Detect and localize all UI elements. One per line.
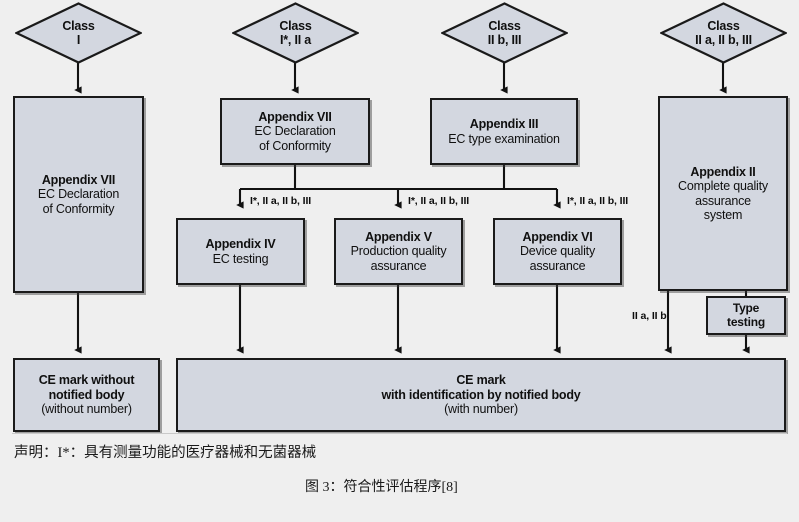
node-appendix-vii-top-sub1: EC Declaration <box>254 124 336 139</box>
node-ce-mark-without[interactable]: CE mark without notified body (without n… <box>13 358 160 432</box>
node-appendix-v-sub1: Production quality <box>350 244 447 259</box>
node-appendix-vii-top-title: Appendix VII <box>258 109 332 124</box>
node-appendix-iv-title: Appendix IV <box>205 237 276 251</box>
edge-label-to-appendix-vi: I*, II a, II b, III <box>567 195 629 207</box>
node-appendix-vii-top-sub2: of Conformity <box>259 138 331 153</box>
node-type-testing-sub1: testing <box>727 314 765 329</box>
node-type-testing-title: Type <box>732 300 760 315</box>
node-appendix-ii-sub2: assurance <box>695 193 751 208</box>
caption-divider <box>12 433 787 434</box>
node-appendix-vii-left-title: Appendix VII <box>41 172 116 187</box>
node-ce-mark-with[interactable]: CE mark with identification by notified … <box>176 358 786 432</box>
node-appendix-vi[interactable]: Appendix VI Device quality assurance <box>493 218 622 285</box>
node-appendix-iv[interactable]: Appendix IV EC testing <box>176 218 305 285</box>
node-type-testing[interactable]: Type testing <box>706 296 786 335</box>
node-appendix-iii[interactable]: Appendix III EC type examination <box>430 98 578 165</box>
node-appendix-vi-sub1: Device quality <box>519 244 595 259</box>
node-appendix-vii-left-sub2: of Conformity <box>42 201 115 216</box>
node-appendix-v-title: Appendix V <box>365 229 432 244</box>
node-appendix-v-sub2: assurance <box>370 258 427 273</box>
diamond-shape <box>15 2 142 64</box>
node-ce-mark-without-title2: notified body <box>48 387 125 402</box>
node-appendix-vi-sub2: assurance <box>529 258 586 273</box>
node-appendix-iii-title: Appendix III <box>469 117 539 131</box>
class-diamond-2[interactable]: Class I*, II a <box>232 2 359 64</box>
diamond-shape <box>441 2 568 64</box>
node-appendix-ii[interactable]: Appendix II Complete quality assurance s… <box>658 96 788 291</box>
node-appendix-ii-title: Appendix II <box>690 164 756 179</box>
edge-label-to-appendix-v: I*, II a, II b, III <box>408 195 470 207</box>
class-diamond-3[interactable]: Class II b, III <box>441 2 568 64</box>
node-ce-mark-with-title2: with identification by notified body <box>381 387 581 402</box>
node-appendix-v[interactable]: Appendix V Production quality assurance <box>334 218 463 285</box>
node-ce-mark-without-sub: (without number) <box>41 402 132 417</box>
node-appendix-iv-sub1: EC testing <box>212 251 269 266</box>
diamond-shape <box>660 2 787 64</box>
class-diamond-4[interactable]: Class II a, II b, III <box>660 2 787 64</box>
node-ce-mark-with-title1: CE mark <box>456 373 506 388</box>
node-appendix-ii-sub3: system <box>703 208 743 222</box>
edge-label-to-appendix-iv: I*, II a, II b, III <box>250 195 312 207</box>
edge-label-appendix-ii-to-ce: II a, II b <box>632 310 667 322</box>
node-appendix-vii-left[interactable]: Appendix VII EC Declaration of Conformit… <box>13 96 144 293</box>
legend-note: 声明：I*：具有测量功能的医疗器械和无菌器械 <box>14 445 317 461</box>
node-appendix-iii-sub1: EC type examination <box>448 131 560 146</box>
figure-caption: 图 3：符合性评估程序[8] <box>305 480 458 495</box>
node-ce-mark-without-title1: CE mark without <box>38 373 135 388</box>
node-appendix-vii-left-sub1: EC Declaration <box>37 187 120 202</box>
node-appendix-vi-title: Appendix VI <box>522 229 593 244</box>
node-appendix-vii-top[interactable]: Appendix VII EC Declaration of Conformit… <box>220 98 370 165</box>
node-ce-mark-with-sub: (with number) <box>444 402 518 417</box>
class-diamond-1[interactable]: Class I <box>15 2 142 64</box>
node-appendix-ii-sub1: Complete quality <box>678 179 768 193</box>
diamond-shape <box>232 2 359 64</box>
